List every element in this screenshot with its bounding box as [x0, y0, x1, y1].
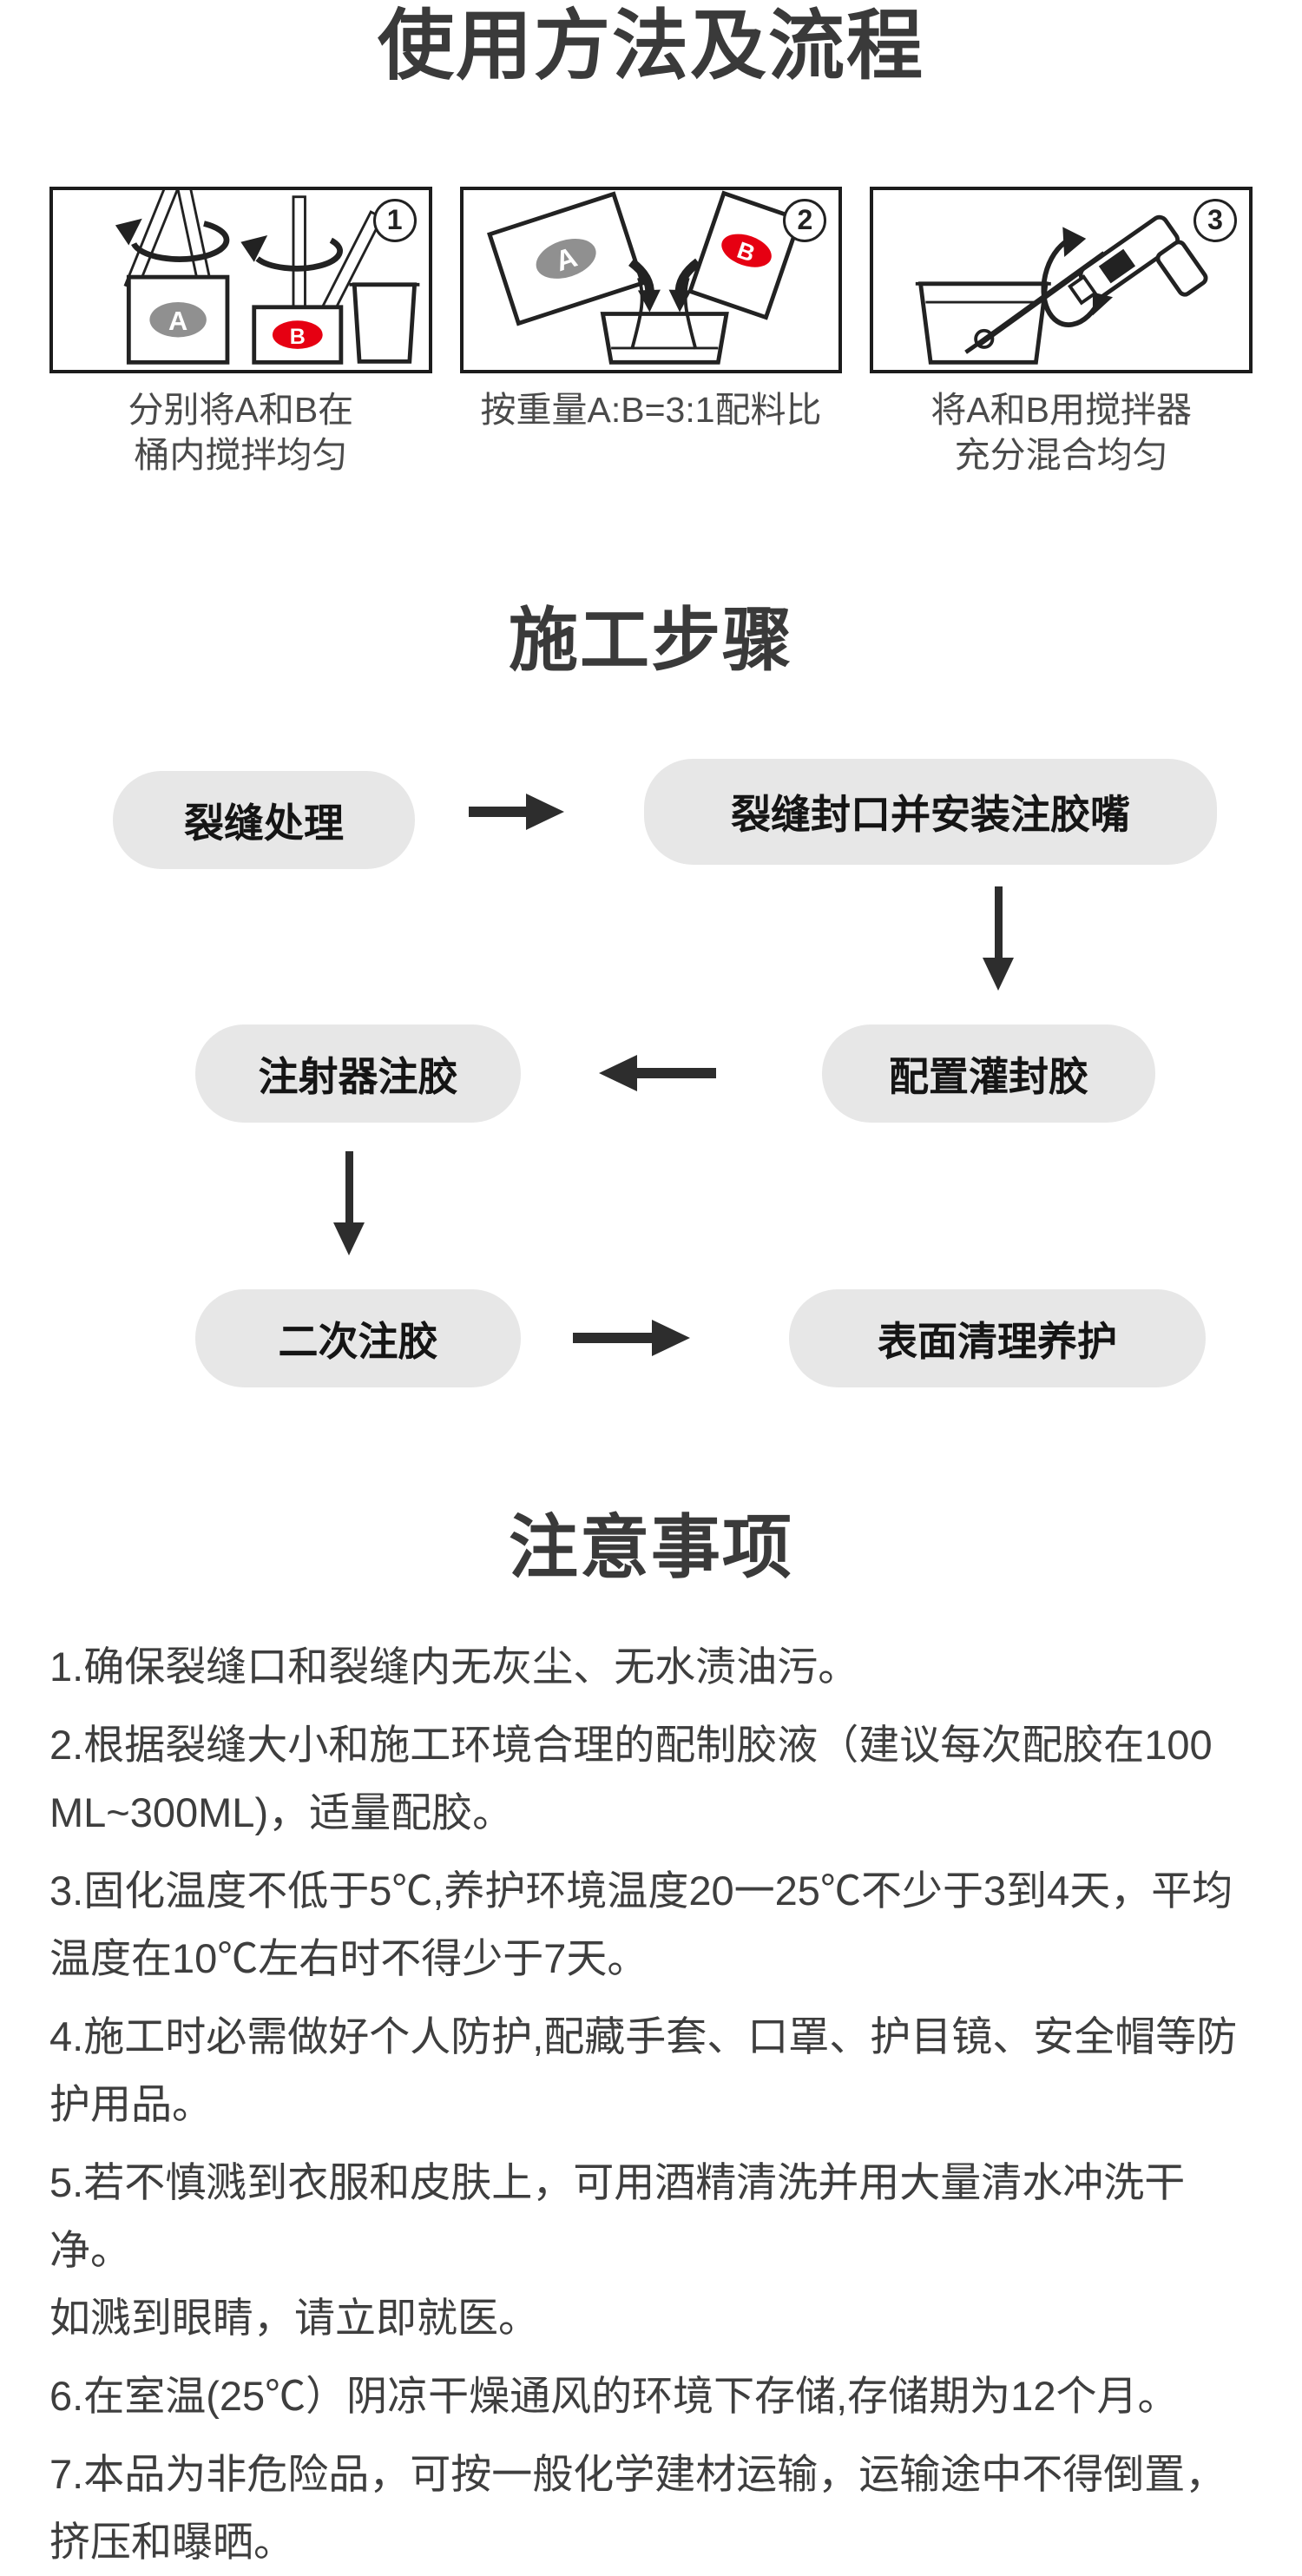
step-3-caption: 将A和B用搅拌器 充分混合均匀	[930, 389, 1193, 476]
arrow-down-icon	[979, 886, 1017, 992]
step-1-panel: A B 1	[49, 186, 432, 373]
arrow-down-icon	[330, 1151, 368, 1256]
step-2-caption: 按重量A:B=3:1配料比	[480, 389, 822, 430]
stir-a-and-b-illustration: A B	[115, 189, 420, 365]
flow-node-second-injection: 二次注胶	[195, 1289, 521, 1388]
note-item: 1.确保裂缝口和裂缝内无灰尘、无水渍油污。	[49, 1643, 859, 1690]
usage-step-3: 3 将A和B用搅拌器 充分混合均匀	[870, 186, 1253, 478]
step-2-number-badge: 2	[783, 198, 827, 242]
construction-steps-section: 施工步骤 裂缝处理 裂缝封口并安装注胶嘴 配置灌封胶 注射器注胶 二次注胶 表面…	[0, 597, 1302, 1466]
step-3-panel: 3	[870, 186, 1253, 373]
note-item: 7.本品为非危险品，可按一般化学建材运输，运输途中不得倒置， 挤压和曝晒。	[49, 2450, 1226, 2565]
note-item: 4.施工时必需做好个人防护,配藏手套、口罩、护目镜、安全帽等防 护用品。	[49, 2013, 1238, 2127]
flow-node-syringe-injection: 注射器注胶	[195, 1024, 521, 1123]
note-item: 6.在室温(25℃）阴凉干燥通风的环境下存储,存储期为12个月。	[49, 2372, 1179, 2419]
note-item: 2.根据裂缝大小和施工环境合理的配制胶液（建议每次配胶在100 ML~300ML…	[49, 1721, 1213, 1835]
step-3-number-badge: 3	[1194, 198, 1238, 242]
drill-mixer-illustration	[916, 214, 1208, 365]
usage-steps-row: A B 1 分别将A和B在 桶内搅拌均匀 A	[0, 186, 1302, 478]
pouch-b-label: B	[290, 325, 306, 349]
flow-node-seal-install-nozzle: 裂缝封口并安装注胶嘴	[644, 759, 1217, 866]
pouch-a-label: A	[168, 305, 187, 335]
flow-node-crack-treatment: 裂缝处理	[113, 771, 415, 870]
step-1-caption: 分别将A和B在 桶内搅拌均匀	[128, 389, 354, 476]
page-title: 使用方法及流程	[377, 3, 924, 89]
note-item: 5.若不慎溅到衣服和皮肤上，可用酒精清洗并用大量清水冲洗干净。 如溅到眼睛，请立…	[49, 2158, 1186, 2341]
precautions-list: 1.确保裂缝口和裂缝内无灰尘、无水渍油污。 2.根据裂缝大小和施工环境合理的配制胶…	[0, 1633, 1302, 2576]
arrow-left-icon	[599, 1055, 716, 1092]
flow-section-title: 施工步骤	[509, 602, 793, 680]
note-item: 3.固化温度不低于5℃,养护环境温度20一25℃不少于3到4天，平均 温度在10…	[49, 1867, 1233, 1981]
arrow-right-icon	[573, 1320, 690, 1357]
usage-step-2: A B 2 按重量A:B=3:1配料比	[459, 186, 843, 478]
flow-node-prepare-sealant: 配置灌封胶	[822, 1024, 1155, 1123]
arrow-right-icon	[469, 794, 564, 831]
precautions-section: 注意事项 1.确保裂缝口和裂缝内无灰尘、无水渍油污。 2.根据裂缝大小和施工环境合…	[0, 1507, 1302, 2575]
usage-step-1: A B 1 分别将A和B在 桶内搅拌均匀	[49, 186, 432, 478]
step-2-panel: A B 2	[459, 186, 843, 373]
notes-section-title: 注意事项	[509, 1509, 793, 1587]
pour-a-b-into-bucket-illustration: A B	[486, 190, 803, 365]
step-1-number-badge: 1	[372, 198, 417, 242]
flow-node-surface-cleanup: 表面清理养护	[789, 1289, 1206, 1388]
